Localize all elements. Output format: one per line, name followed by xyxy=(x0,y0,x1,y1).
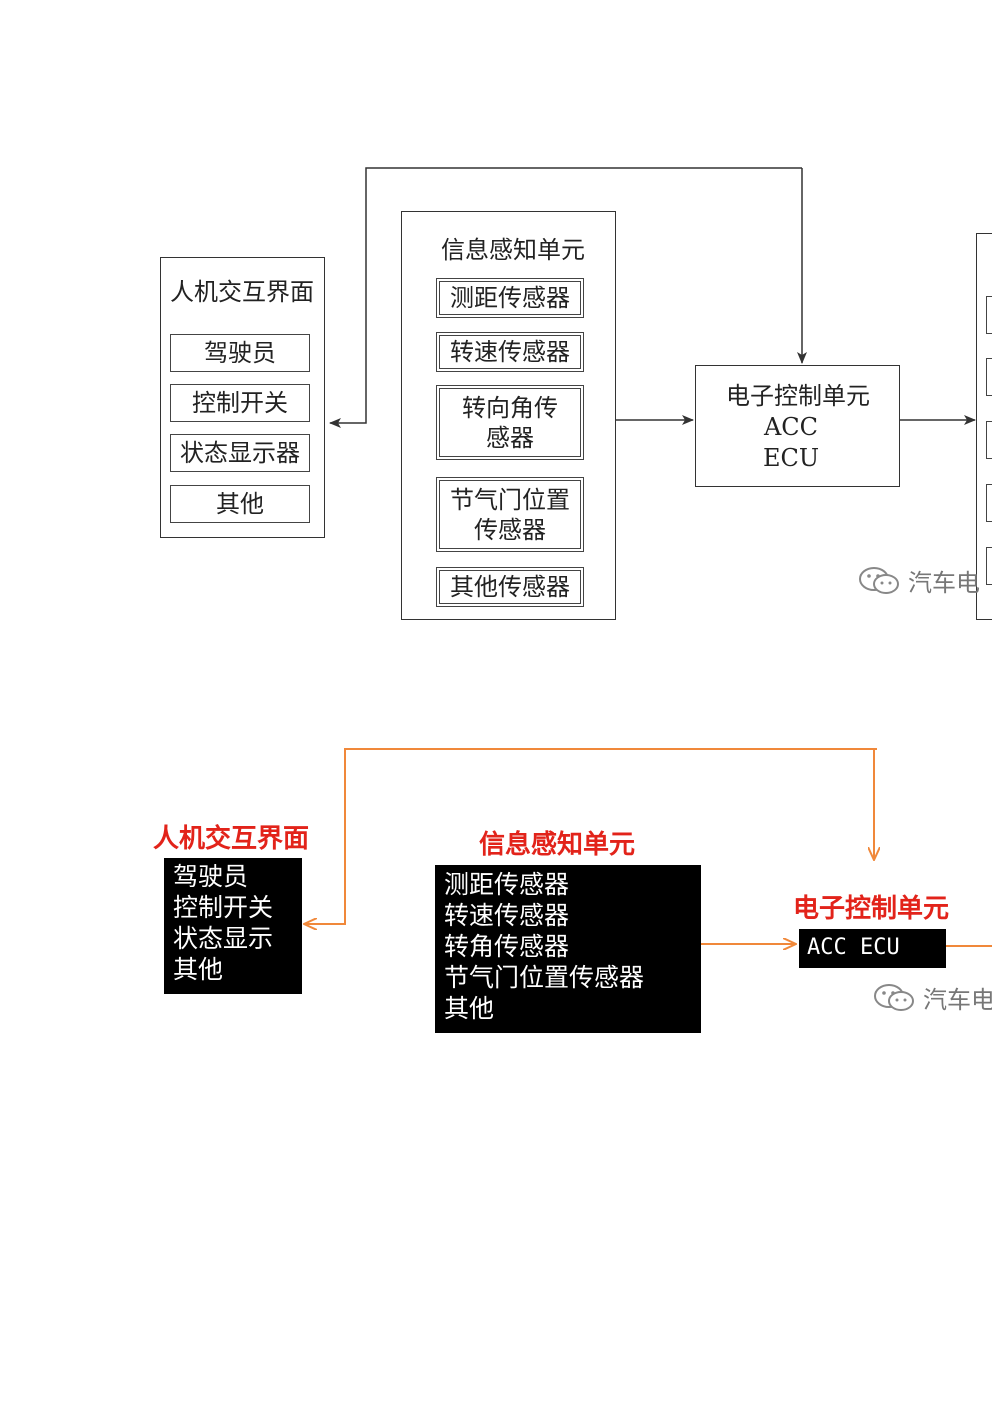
wechat-icon xyxy=(874,983,914,1011)
bottom-sensing-item: 其他 xyxy=(444,994,495,1023)
bottom-sensing-item: 测距传感器 xyxy=(444,870,570,899)
top-sensing-box: 信息感知单元 测距传感器 转速传感器 转向角传 感器 节气门位置 传感器 其他传… xyxy=(401,211,616,620)
bottom-sensing-title: 信息感知单元 xyxy=(479,830,636,860)
top-sensing-item: 转向角传 感器 xyxy=(436,385,584,460)
wechat-icon xyxy=(859,566,899,594)
top-sensing-item: 测距传感器 xyxy=(436,278,584,318)
bottom-hmi-item: 其他 xyxy=(173,955,224,984)
top-hmi-box: 人机交互界面 驾驶员 控制开关 状态显示器 其他 xyxy=(160,257,325,538)
top-sensing-item: 其他传感器 xyxy=(436,567,584,607)
bottom-hmi-item: 驾驶员 xyxy=(173,862,249,891)
bottom-ecu-label: ACC ECU xyxy=(807,935,900,960)
bottom-sensing-item: 节气门位置传感器 xyxy=(444,963,645,992)
top-sensing-item: 节气门位置 传感器 xyxy=(436,477,584,552)
top-sensing-title: 信息感知单元 xyxy=(441,236,585,264)
bottom-sensing-item: 转速传感器 xyxy=(444,901,570,930)
top-hmi-item: 控制开关 xyxy=(170,384,310,422)
bottom-hmi-item: 控制开关 xyxy=(173,893,274,922)
top-watermark: 汽车电 xyxy=(858,563,980,598)
top-hmi-item: 驾驶员 xyxy=(170,334,310,372)
bottom-ecu-box: ACC ECU xyxy=(799,929,946,968)
bottom-watermark-text: 汽车电 xyxy=(923,986,992,1014)
bottom-hmi-title: 人机交互界面 xyxy=(153,824,310,854)
top-watermark-text: 汽车电 xyxy=(908,569,980,597)
bottom-watermark: 汽车电 xyxy=(873,980,992,1015)
top-ecu-title: 电子控制单元 xyxy=(726,382,870,410)
top-actuator-box-partial xyxy=(976,233,992,620)
top-ecu-box: 电子控制单元 ACC ECU xyxy=(695,365,900,487)
bottom-sensing-item: 转角传感器 xyxy=(444,932,570,961)
bottom-hmi-item: 状态显示 xyxy=(173,924,274,953)
top-hmi-item: 其他 xyxy=(170,485,310,523)
top-ecu-line1: ACC xyxy=(763,413,819,441)
bottom-ecu-title: 电子控制单元 xyxy=(793,894,950,924)
bottom-hmi-box: 驾驶员 控制开关 状态显示 其他 xyxy=(164,858,302,994)
top-sensing-item: 转速传感器 xyxy=(436,332,584,372)
bottom-sensing-box: 测距传感器 转速传感器 转角传感器 节气门位置传感器 其他 xyxy=(435,865,701,1033)
top-hmi-item: 状态显示器 xyxy=(170,434,310,472)
top-ecu-line2: ECU xyxy=(762,444,820,472)
top-hmi-title: 人机交互界面 xyxy=(170,278,314,306)
